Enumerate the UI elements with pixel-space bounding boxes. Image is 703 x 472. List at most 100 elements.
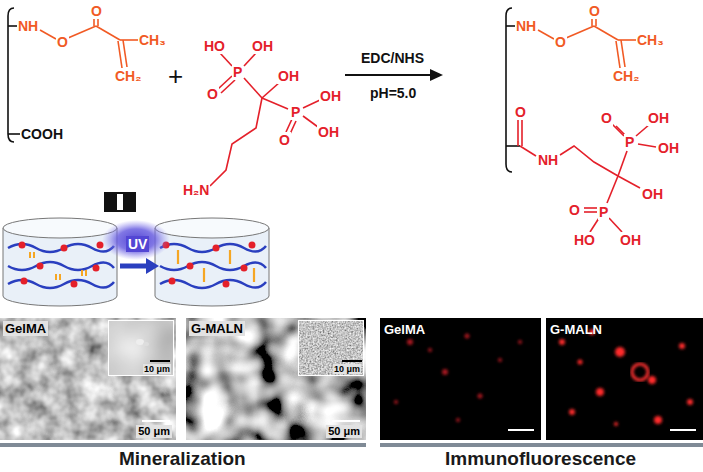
reagent-label: COOH bbox=[20, 126, 64, 142]
illustration-line bbox=[616, 41, 620, 68]
methacrylate-bonds bbox=[40, 16, 138, 68]
illustration-line bbox=[342, 360, 362, 362]
atom-label: NH bbox=[515, 18, 537, 34]
scale-label: 50 μm bbox=[136, 425, 172, 438]
illustration-circle bbox=[71, 281, 78, 288]
illustration-circle bbox=[518, 340, 522, 344]
sem-panel: GelMA50 μm10 μm bbox=[0, 318, 176, 440]
illustration-path bbox=[506, 8, 512, 172]
illustration-circle bbox=[654, 416, 662, 424]
illustration-polygon bbox=[430, 69, 443, 81]
illustration-circle bbox=[478, 394, 483, 399]
fluorescence-images bbox=[380, 318, 703, 440]
illustration-polyline bbox=[560, 146, 618, 176]
illustration-line bbox=[520, 146, 536, 156]
illustration-rect bbox=[117, 194, 123, 210]
illustration-line bbox=[618, 151, 627, 176]
illustration-circle bbox=[596, 388, 604, 396]
illustration-circle bbox=[187, 263, 194, 270]
illustration-circle bbox=[21, 278, 28, 285]
illustration-path bbox=[8, 8, 14, 142]
atom-label: OH bbox=[619, 232, 642, 248]
atom-label: CH₃ bbox=[636, 32, 665, 48]
illustration-line bbox=[177, 250, 179, 264]
sem-panel: G-MALN50 μm10 μm bbox=[186, 318, 366, 440]
illustration-rect bbox=[380, 443, 703, 447]
illustration-g bbox=[559, 329, 693, 426]
illustration-line bbox=[506, 25, 515, 27]
illustration-line bbox=[253, 268, 255, 282]
atom-label: OH bbox=[319, 88, 342, 104]
illustration-line bbox=[609, 218, 622, 232]
illustration-line bbox=[244, 53, 256, 66]
atom-label: P bbox=[290, 104, 301, 120]
section-caption: Mineralization bbox=[118, 448, 247, 470]
illustration-line bbox=[345, 74, 432, 76]
illustration-path bbox=[160, 280, 266, 288]
atom-label: O bbox=[554, 34, 567, 50]
illustration-circle bbox=[632, 364, 648, 380]
illustration-line bbox=[303, 100, 320, 108]
illustration-line bbox=[521, 118, 523, 146]
illustration-line bbox=[203, 268, 205, 282]
illustration-line bbox=[85, 270, 87, 276]
atom-label: OH bbox=[251, 38, 274, 54]
illustration-line bbox=[120, 264, 147, 269]
illustration-rect bbox=[104, 192, 136, 212]
illustration-circle bbox=[559, 339, 565, 345]
illustration-circle bbox=[442, 369, 448, 375]
illustration-rect bbox=[298, 320, 364, 376]
fluorescence-panel: GelMA bbox=[380, 318, 541, 440]
uv-label: UV bbox=[126, 236, 149, 252]
illustration-line bbox=[68, 26, 96, 38]
scale-label: 50 μm bbox=[326, 425, 362, 438]
fluorescence-panel: G-MALN bbox=[546, 318, 703, 440]
atom-label: OH bbox=[641, 186, 664, 202]
alendronate-bonds bbox=[518, 118, 656, 232]
atom-label: OH bbox=[277, 68, 300, 84]
atom-label: O bbox=[600, 110, 613, 126]
illustration-circle bbox=[223, 281, 230, 288]
illustration-path bbox=[3, 228, 117, 306]
atom-label: O bbox=[56, 34, 69, 50]
illustration-circle bbox=[37, 263, 44, 270]
plus-sign: + bbox=[167, 63, 184, 89]
illustration-rect bbox=[380, 318, 541, 440]
atom-label: CH₂ bbox=[612, 68, 640, 84]
illustration-rect bbox=[186, 318, 366, 440]
illustration-circle bbox=[614, 422, 618, 426]
scale-label: 10 μm bbox=[333, 364, 361, 374]
illustration-line bbox=[59, 274, 61, 280]
reaction-arrow bbox=[345, 69, 443, 81]
illustration-g bbox=[163, 242, 256, 288]
illustration-circle bbox=[687, 399, 693, 405]
illustration-circle bbox=[569, 409, 575, 415]
atom-label: HO bbox=[203, 38, 226, 54]
illustration-line bbox=[33, 252, 35, 258]
illustration-circle bbox=[93, 265, 100, 272]
inset-panel: 10 μm bbox=[108, 320, 174, 376]
illustration-line bbox=[290, 121, 296, 134]
illustration-line bbox=[221, 80, 235, 93]
illustration-line bbox=[142, 420, 170, 422]
atom-label: H₂N bbox=[182, 182, 210, 198]
illustration-ellipse bbox=[136, 339, 144, 345]
illustration-line bbox=[517, 118, 519, 146]
atom-label: OH bbox=[657, 140, 680, 156]
illustration-circle bbox=[578, 360, 583, 365]
illustration-polygon bbox=[146, 258, 159, 274]
illustration-g bbox=[142, 420, 360, 422]
illustration-circle bbox=[428, 348, 432, 352]
atom-label: OH bbox=[647, 110, 670, 126]
illustration-line bbox=[538, 30, 554, 39]
atom-label: O bbox=[514, 104, 527, 120]
illustration-line bbox=[218, 76, 232, 89]
illustration-circle bbox=[394, 400, 398, 404]
atom-label: NH bbox=[17, 18, 39, 34]
illustration-circle bbox=[61, 245, 68, 252]
reagent-label: pH=5.0 bbox=[369, 85, 417, 101]
illustration-line bbox=[262, 82, 280, 98]
illustration-line bbox=[618, 176, 640, 188]
